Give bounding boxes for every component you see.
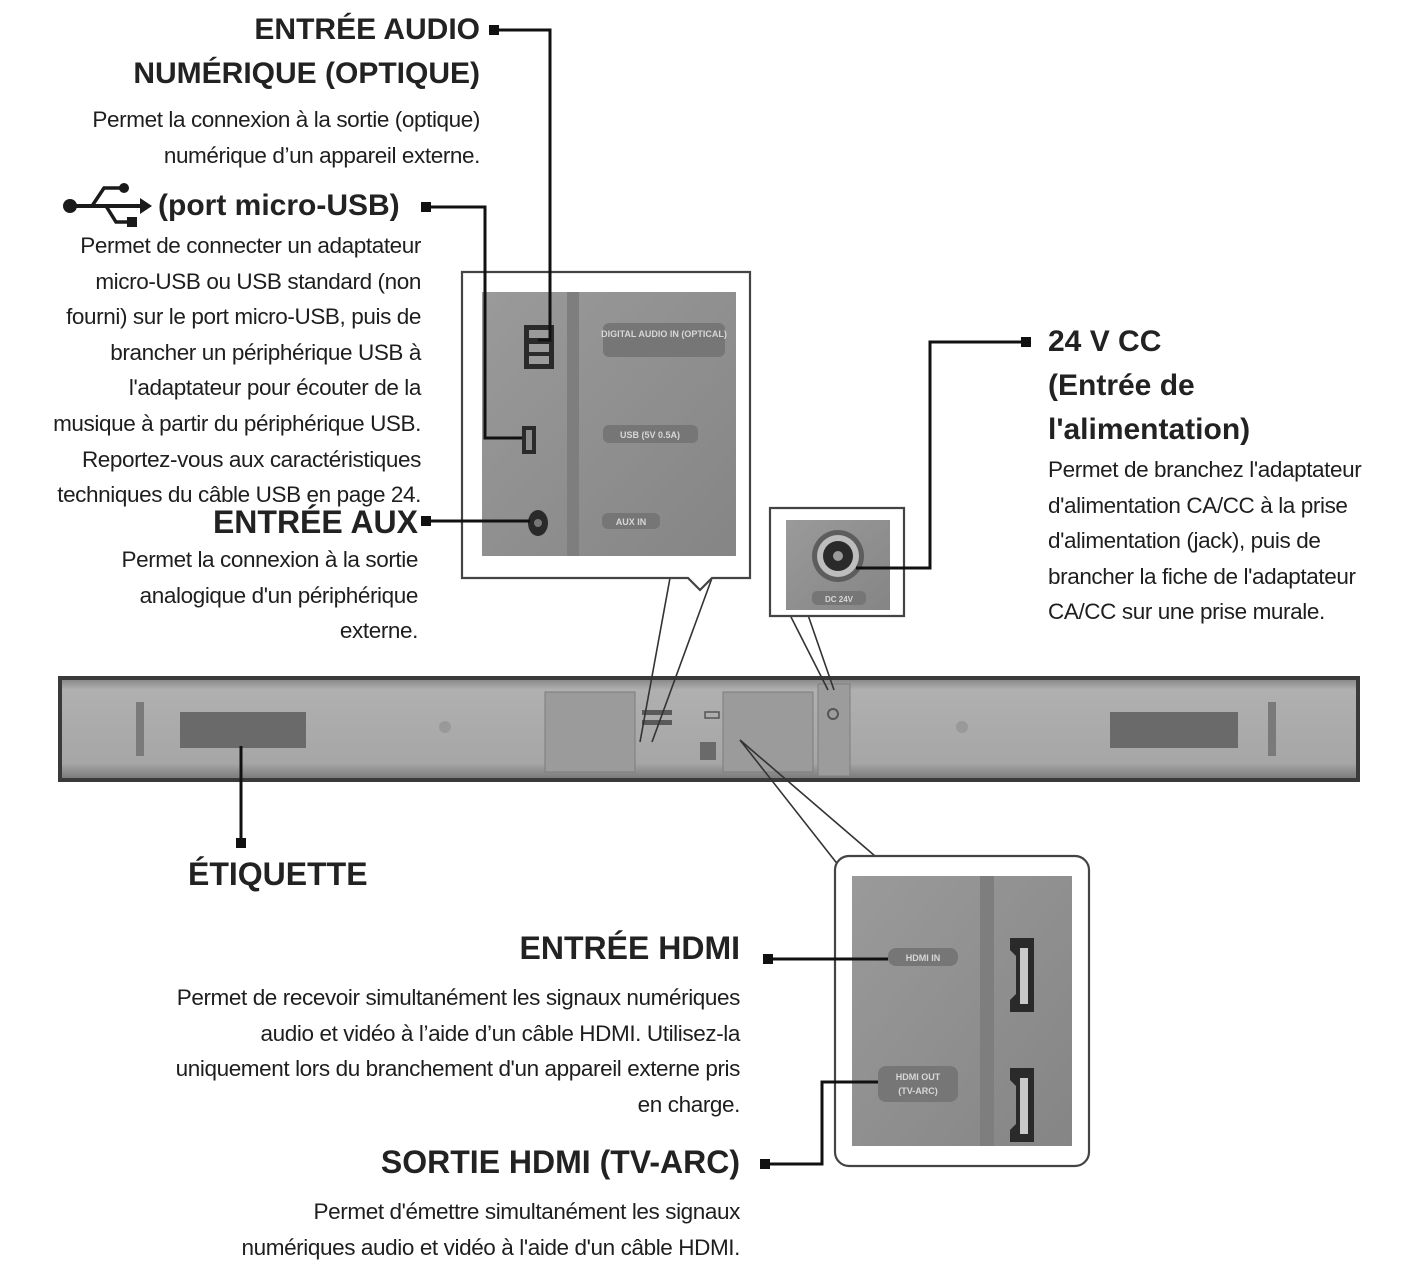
label-desc: analogique d'un périphérique — [139, 582, 419, 608]
label-etiquette: ÉTIQUETTE — [188, 852, 368, 896]
label-desc: techniques du câble USB en page 24. — [57, 482, 421, 508]
label-title: 24 V CC — [1048, 325, 1162, 358]
marking-dc: DC 24V — [825, 595, 854, 604]
marking-digital-audio-in: DIGITAL AUDIO IN (OPTICAL) — [601, 329, 727, 339]
label-desc: Permet la connexion à la sortie (optique… — [92, 107, 480, 132]
rear-panel-zoom-2: DC 24V — [768, 506, 906, 618]
label-desc: externe. — [339, 618, 419, 644]
label-desc: Permet la connexion à la sortie — [121, 547, 418, 572]
leader-endpoints — [236, 25, 1031, 1169]
label-desc: brancher la fiche de l'adaptateur — [1048, 563, 1356, 589]
rear-panel-zoom-1: DIGITAL AUDIO IN (OPTICAL) USB (5V 0.5A)… — [460, 270, 752, 592]
label-desc: fourni) sur le port micro-USB, puis de — [66, 304, 421, 330]
marking-aux-in: AUX IN — [616, 517, 647, 527]
label-power: 24 V CC (Entrée de l'alimentation) Perme… — [1048, 320, 1400, 630]
label-title: ENTRÉE AUDIO — [254, 13, 480, 46]
label-aux-in: ENTRÉE AUX Permet la connexion à la sort… — [0, 502, 418, 649]
label-title: ENTRÉE HDMI — [519, 930, 740, 966]
label-micro-usb: Permet de connecter un adaptateur micro-… — [0, 228, 421, 513]
label-title: l'alimentation) — [1048, 413, 1251, 446]
label-area — [180, 712, 306, 748]
label-digital-audio-in: ENTRÉE AUDIO NUMÉRIQUE (OPTIQUE) Permet … — [0, 8, 480, 173]
label-desc: uniquement lors du branchement d'un appa… — [175, 1056, 741, 1082]
marking-hdmi-out-arc: (TV-ARC) — [898, 1086, 938, 1096]
usb-icon — [63, 183, 152, 227]
marking-usb: USB (5V 0.5A) — [620, 430, 680, 440]
hdmi-port-icon — [1010, 1068, 1034, 1142]
label-title: (Entrée de — [1048, 369, 1195, 402]
label-title: NUMÉRIQUE (OPTIQUE) — [133, 57, 480, 90]
label-desc: CA/CC sur une prise murale. — [1048, 599, 1325, 625]
label-desc: l'adaptateur pour écouter de la — [128, 375, 422, 401]
soundbar — [58, 676, 1360, 782]
label-desc: audio et vidéo à l’aide d’un câble HDMI.… — [260, 1020, 741, 1046]
label-desc: musique à partir du périphérique USB. — [53, 410, 421, 436]
aux-jack-icon — [528, 510, 548, 536]
label-title: SORTIE HDMI (TV-ARC) — [380, 1144, 740, 1180]
label-micro-usb-title: (port micro-USB) — [158, 184, 400, 228]
label-desc: numériques audio et vidéo à l'aide d'un … — [241, 1234, 741, 1260]
hdmi-port-icon — [1010, 938, 1034, 1012]
label-desc: brancher un périphérique USB à — [110, 339, 421, 365]
label-desc: Permet de connecter un adaptateur — [80, 233, 421, 258]
label-desc: micro-USB ou USB standard (non — [95, 268, 421, 294]
label-desc: d'alimentation (jack), puis de — [1048, 528, 1321, 554]
label-title: ÉTIQUETTE — [188, 856, 368, 892]
label-desc: en charge. — [637, 1091, 741, 1117]
label-desc: Reportez-vous aux caractéristiques — [81, 446, 421, 472]
label-hdmi-in: ENTRÉE HDMI Permet de recevoir simultané… — [0, 926, 741, 1122]
label-desc: Permet de branchez l'adaptateur — [1048, 457, 1362, 482]
label-hdmi-out: SORTIE HDMI (TV-ARC) Permet d'émettre si… — [0, 1140, 741, 1265]
label-desc: Permet de recevoir simultanément les sig… — [176, 985, 741, 1010]
label-desc: d'alimentation CA/CC à la prise — [1048, 492, 1348, 518]
micro-usb-port-icon — [522, 426, 536, 454]
marking-hdmi-in: HDMI IN — [906, 953, 941, 963]
marking-hdmi-out: HDMI OUT — [896, 1072, 941, 1082]
dc-jack-icon — [812, 530, 864, 582]
label-title: (port micro-USB) — [158, 189, 400, 222]
label-title: ENTRÉE AUX — [212, 504, 418, 540]
leader-lines — [239, 28, 1025, 1166]
zoom-guides — [639, 577, 876, 881]
rear-panel-zoom-3: HDMI IN HDMI OUT (TV-ARC) — [833, 854, 1091, 1168]
label-desc: numérique d’un appareil externe. — [163, 142, 481, 168]
label-desc: Permet d'émettre simultanément les signa… — [313, 1199, 741, 1224]
